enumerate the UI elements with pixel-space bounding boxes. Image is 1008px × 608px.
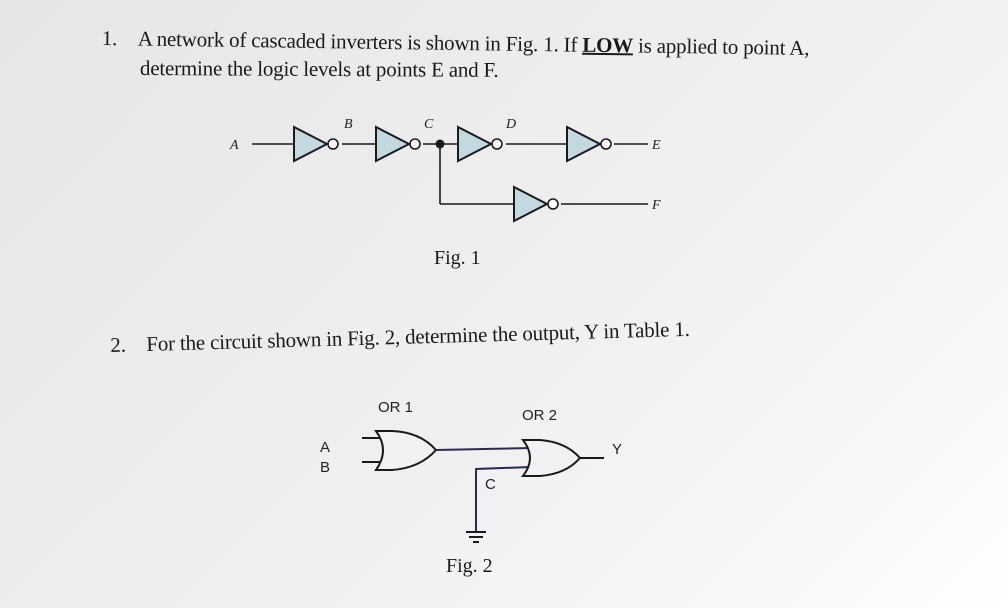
or-2-label: OR 2 [522,407,557,424]
input-c-label: C [485,476,496,493]
or-gate-2 [520,439,582,477]
inverter-1 [293,125,339,163]
input-b-label: B [320,459,330,476]
figure-2-caption: Fig. 2 [446,555,493,577]
output-y-label: Y [612,441,622,458]
or-1-label: OR 1 [378,399,413,416]
label-d: D [505,117,516,132]
or-gate-1 [374,430,438,471]
label-a: A [229,138,239,153]
junction-dot [435,139,445,149]
inverter-5 [513,185,559,223]
inverter-4 [566,125,612,163]
input-a-label: A [320,439,330,456]
figure-2-diagram [362,430,604,543]
question-2-number: 2. [110,332,127,357]
label-f: F [651,198,661,213]
label-b: B [344,117,353,132]
inverter-3 [457,125,503,163]
label-c: C [424,117,434,132]
figure-1-caption: Fig. 1 [434,247,481,269]
label-e: E [651,138,661,153]
inverter-2 [375,125,421,163]
